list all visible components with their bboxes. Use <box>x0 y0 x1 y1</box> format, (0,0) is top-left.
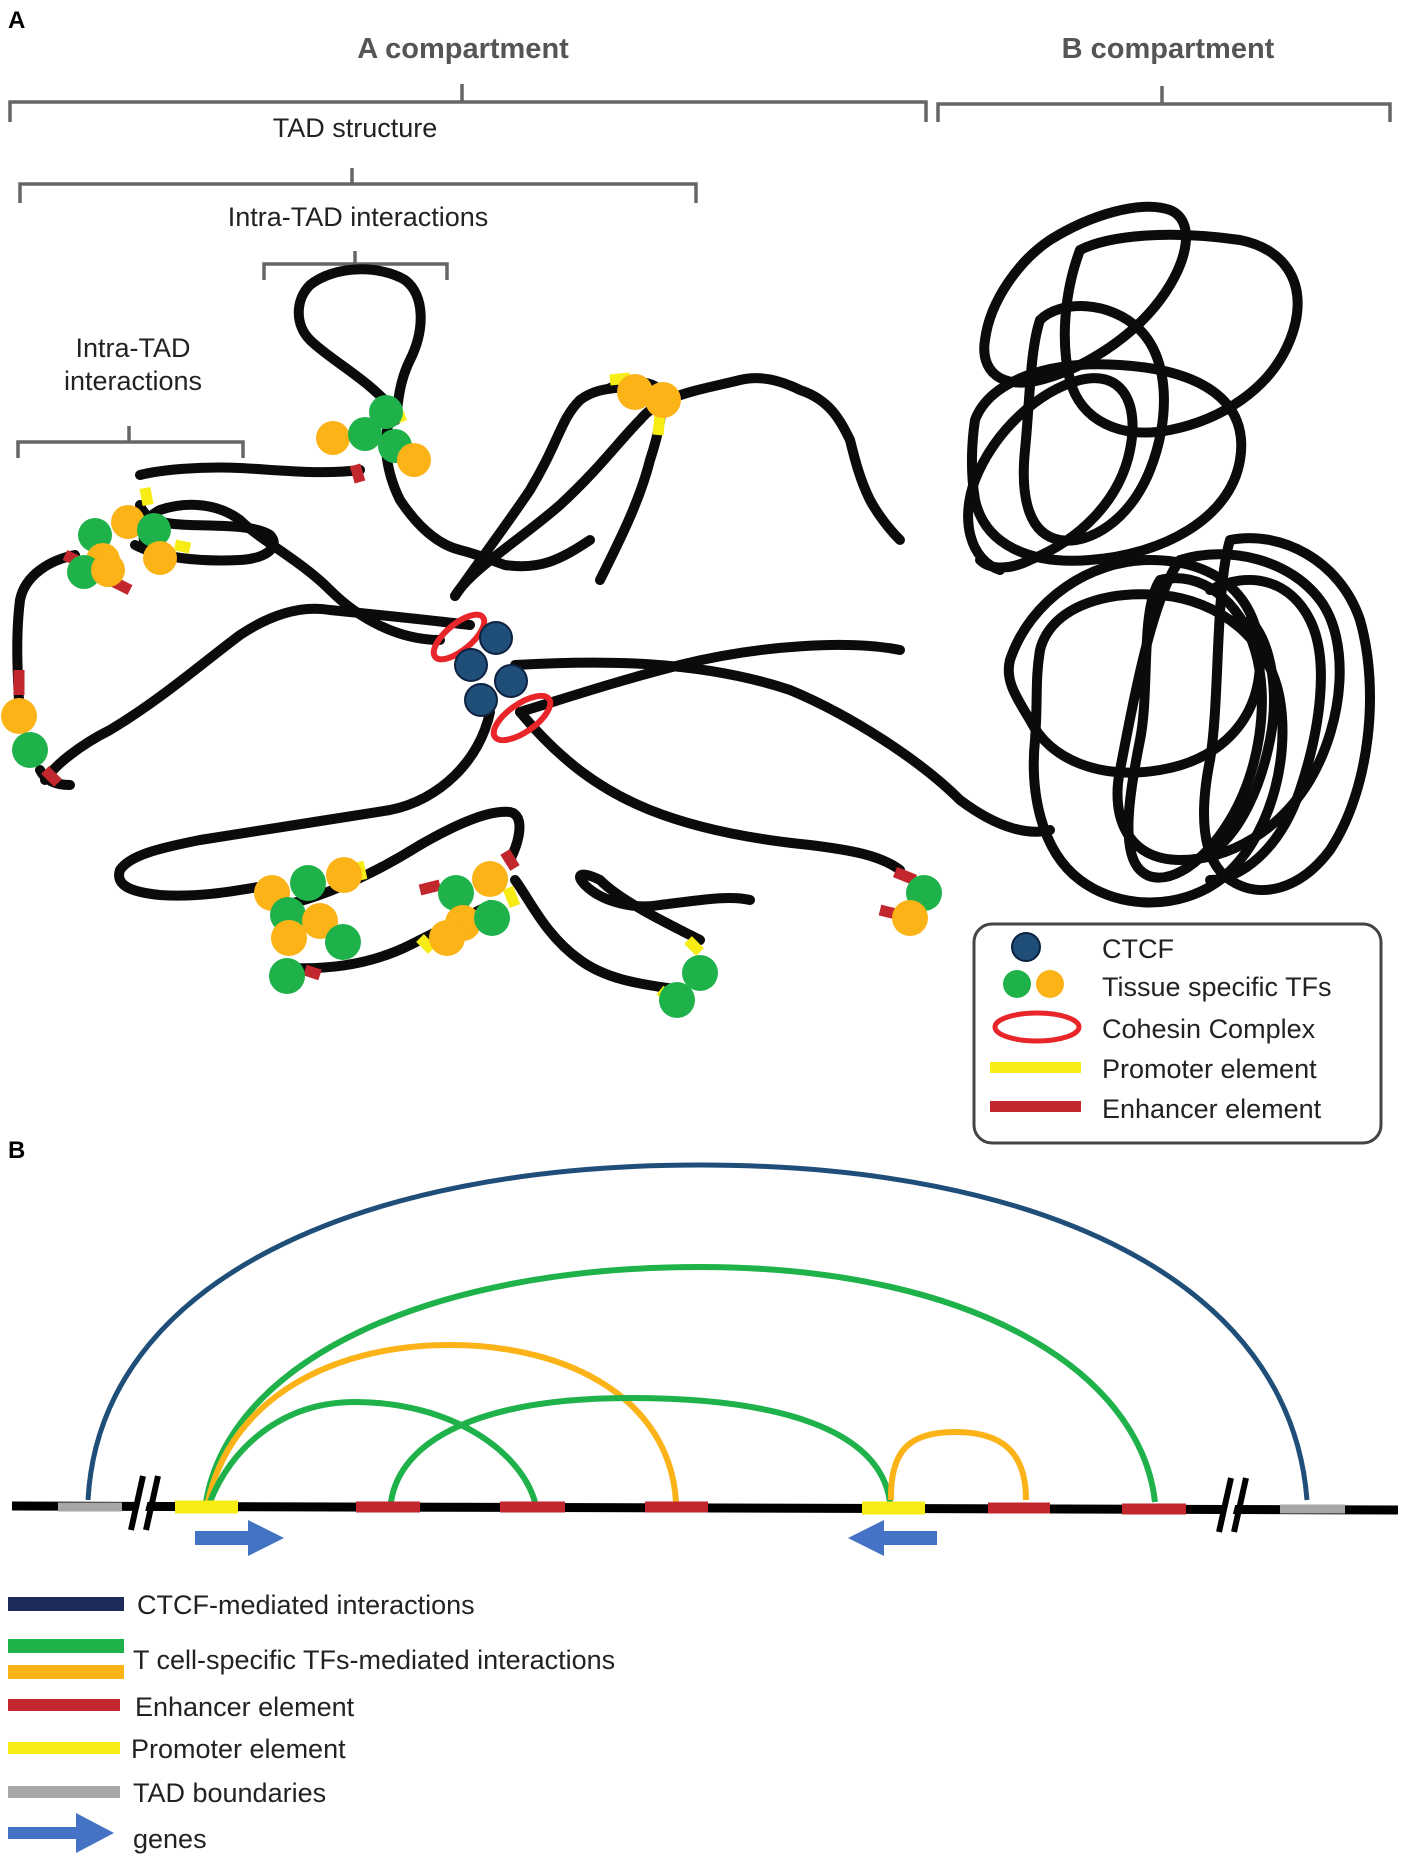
tissue-tf-orange <box>111 505 145 539</box>
tissue-tf-orange <box>617 374 653 410</box>
tissue-tf-orange <box>429 920 465 956</box>
legend-enhancer-swatch-b <box>8 1699 120 1711</box>
tissue-tf-green <box>474 900 510 936</box>
ctcf-protein <box>479 621 513 655</box>
tissue-tf-orange <box>91 553 125 587</box>
a-compartment-label: A compartment <box>357 33 569 65</box>
legend-tissue-tfs-label: Tissue specific TFs <box>1102 972 1332 1002</box>
legend-enhancer-label-b: Enhancer element <box>135 1692 355 1722</box>
legend-promoter-label: Promoter element <box>1102 1054 1317 1084</box>
legend-tf-green-swatch <box>1003 970 1031 998</box>
legend-promoter-swatch-b <box>8 1742 120 1754</box>
tissue-tf-orange <box>1 698 37 734</box>
ctcf-protein <box>464 683 498 717</box>
legend-tcell-green-swatch <box>8 1639 124 1653</box>
tcell-tf-arc-orange <box>887 1428 1029 1501</box>
enhancer-element <box>349 463 366 484</box>
tcell-tf-arc-green <box>203 1263 1158 1503</box>
ctcf-protein <box>454 648 488 682</box>
promoter-element <box>502 886 521 908</box>
cohesin-ring <box>490 692 554 744</box>
tissue-tf-orange <box>316 421 350 455</box>
gene-arrow-left-icon <box>848 1520 937 1556</box>
tissue-tf-orange <box>326 857 362 893</box>
promoter-element <box>173 539 192 554</box>
tcell-tf-arc-green <box>388 1394 893 1503</box>
ctcf-hub <box>430 611 554 744</box>
tissue-tf-green <box>348 417 382 451</box>
legend-ctcf-interaction-swatch <box>8 1597 124 1611</box>
panel-b-label: B <box>8 1137 25 1164</box>
break-mark <box>1216 1476 1249 1534</box>
tissue-tf-orange <box>472 861 508 897</box>
legend-genes-label: genes <box>133 1824 207 1854</box>
tissue-tf-orange <box>302 903 338 939</box>
enhancer-element <box>500 849 520 871</box>
legend-tcell-interaction-label: T cell-specific TFs-mediated interaction… <box>133 1645 615 1675</box>
legend-enhancer-swatch <box>990 1101 1081 1112</box>
enhancer-element <box>41 766 62 787</box>
tissue-tf-orange <box>143 541 177 575</box>
tissue-tf-green <box>137 513 171 547</box>
legend-cohesin-label: Cohesin Complex <box>1102 1014 1316 1044</box>
tissue-tf-orange <box>271 920 307 956</box>
promoter-element <box>652 414 666 436</box>
chromosome-line <box>11 1474 1399 1534</box>
legend-gene-arrow-icon <box>8 1813 114 1853</box>
legend-tad-boundary-label: TAD boundaries <box>133 1778 326 1808</box>
legend-cohesin-swatch <box>992 1010 1082 1044</box>
ctcf-arc <box>85 1162 1310 1501</box>
intra-tad-left-bracket <box>16 426 245 458</box>
b-compartment-label: B compartment <box>1062 33 1275 65</box>
tissue-tf-orange <box>892 900 928 936</box>
tad-structure-bracket <box>18 168 698 203</box>
legend-ctcf-swatch <box>1011 932 1041 962</box>
panel-a-legend: CTCF Tissue specific TFs Cohesin Complex… <box>972 922 1383 1145</box>
tcell-tf-arc-green <box>207 1398 538 1504</box>
cohesin-ring <box>430 611 488 663</box>
intra-tad-left-label-2: interactions <box>64 366 202 396</box>
legend-enhancer-label: Enhancer element <box>1102 1094 1322 1124</box>
ctcf-protein <box>494 664 528 698</box>
legend-ctcf-label: CTCF <box>1102 934 1174 964</box>
tissue-tf-green <box>325 924 361 960</box>
tad-structure-label: TAD structure <box>273 113 438 143</box>
intra-tad-top-label: Intra-TAD interactions <box>228 202 489 232</box>
promoter-element <box>416 934 436 954</box>
tissue-tf-green <box>12 732 48 768</box>
gene-arrow-right-icon <box>195 1520 284 1556</box>
a-compartment-bracket <box>8 84 928 122</box>
break-mark <box>128 1474 161 1532</box>
gene-arrows <box>195 1520 937 1556</box>
intra-tad-top-bracket <box>262 251 449 280</box>
chromatin-fiber-b <box>963 201 1375 908</box>
enhancer-element <box>892 866 918 886</box>
tissue-tf-green <box>369 395 403 429</box>
tissue-tf-green <box>659 982 695 1018</box>
interaction-arcs <box>85 1162 1310 1504</box>
legend-tad-boundary-swatch <box>8 1786 120 1798</box>
tf-clusters <box>1 374 942 1018</box>
promoter-element <box>139 487 154 506</box>
b-compartment-bracket <box>936 86 1392 122</box>
tcell-tf-arc-orange <box>205 1341 679 1503</box>
enhancer-element <box>418 879 442 896</box>
legend-promoter-swatch <box>990 1062 1081 1073</box>
intra-tad-left-label-1: Intra-TAD <box>75 333 190 363</box>
legend-promoter-label-b: Promoter element <box>131 1734 346 1764</box>
tissue-tf-green <box>682 955 718 991</box>
promoter-element <box>684 936 704 956</box>
legend-tf-orange-swatch <box>1036 970 1064 998</box>
tissue-tf-green <box>438 875 474 911</box>
tissue-tf-orange <box>397 443 431 477</box>
legend-tcell-orange-swatch <box>8 1665 124 1679</box>
panel-b-legend: CTCF-mediated interactions T cell-specif… <box>8 1590 615 1854</box>
enhancer-element <box>303 964 322 981</box>
tissue-tf-green <box>290 865 326 901</box>
legend-ctcf-interaction-label: CTCF-mediated interactions <box>137 1590 475 1620</box>
panel-a-label: A <box>8 7 25 34</box>
tissue-tf-green <box>269 958 305 994</box>
tissue-tf-orange <box>645 382 681 418</box>
